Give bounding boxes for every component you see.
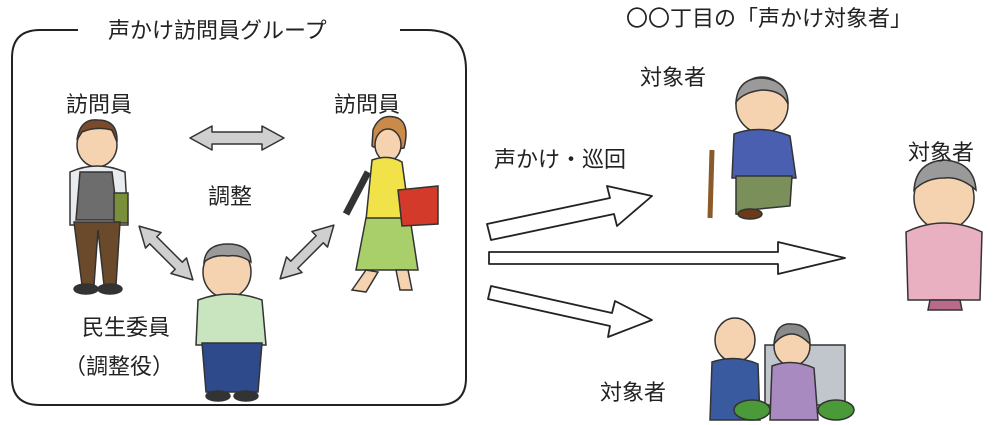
target-right-figure bbox=[905, 159, 983, 311]
arrow-to-target-right bbox=[488, 241, 846, 275]
target-top-label: 対象者 bbox=[640, 66, 707, 91]
commissioner-role-label: （調整役） bbox=[64, 355, 175, 380]
double-arrow-left-commissioner bbox=[138, 225, 194, 281]
coordination-label: 調整 bbox=[208, 185, 253, 210]
double-arrow-right-commissioner bbox=[279, 224, 335, 280]
commissioner-figure bbox=[195, 243, 267, 402]
visitor-right-label: 訪問員 bbox=[334, 93, 401, 118]
arrow-to-target-top bbox=[486, 185, 653, 241]
visitor-left-figure bbox=[69, 119, 129, 295]
double-arrow-visitors bbox=[189, 125, 285, 151]
target-bottom-label: 対象者 bbox=[600, 381, 667, 406]
target-right-label: 対象者 bbox=[908, 141, 975, 166]
visitor-left-label: 訪問員 bbox=[66, 93, 133, 118]
target-bottom-figure bbox=[709, 317, 855, 421]
target-group-title: 〇〇丁目の「声かけ対象者」 bbox=[626, 7, 913, 32]
target-top-figure bbox=[707, 76, 797, 220]
commissioner-label: 民生委員 bbox=[82, 316, 171, 341]
arrow-to-target-bottom bbox=[487, 285, 653, 338]
group-title: 声かけ訪問員グループ bbox=[108, 19, 327, 44]
action-label: 声かけ・巡回 bbox=[494, 148, 627, 173]
visitor-right-figure bbox=[342, 115, 439, 293]
